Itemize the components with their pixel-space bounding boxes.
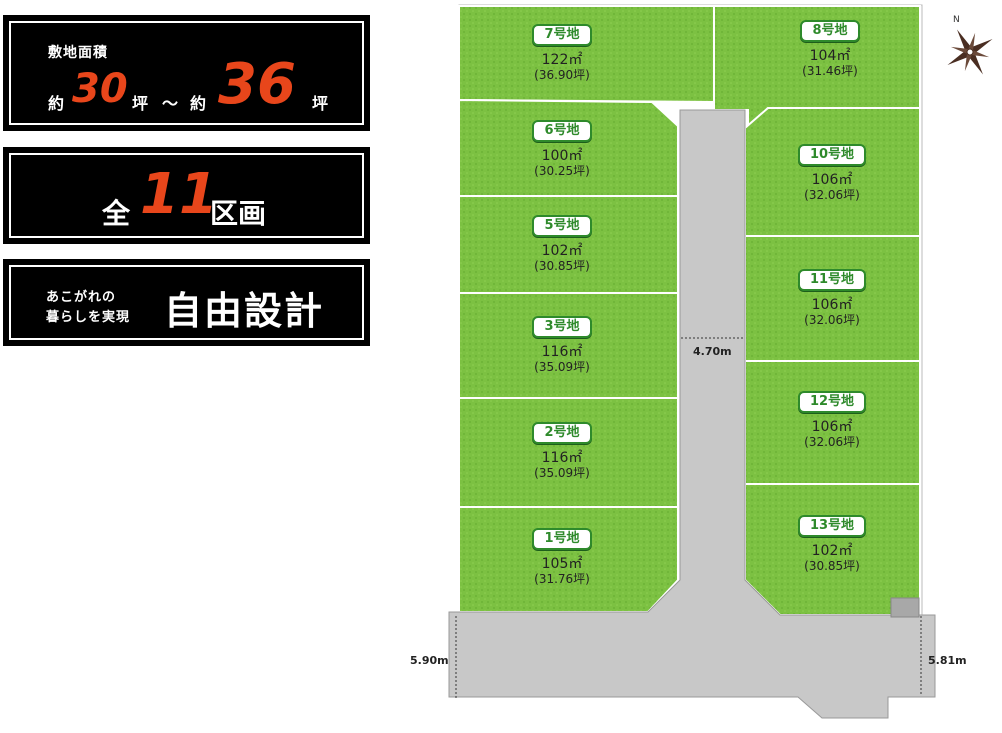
lot-area: 104㎡ [809, 48, 851, 64]
lot-tsubo: (36.90坪) [534, 68, 590, 82]
free-design-line1: あこがれの [46, 290, 117, 305]
lot-tsubo: (35.09坪) [534, 360, 590, 374]
left-frontage-label: 5.90m [410, 654, 449, 667]
total-prefix: 全 [102, 197, 131, 230]
lot-tag: 3号地 [532, 316, 592, 338]
lot-tsubo: (32.06坪) [804, 188, 860, 202]
lot-tag: 1号地 [532, 528, 592, 550]
lot-label-1[interactable]: 1号地 105㎡ (31.76坪) [502, 527, 622, 587]
lot-label-10[interactable]: 10号地 106㎡ (32.06坪) [772, 143, 892, 203]
lot-tsubo: (30.25坪) [534, 164, 590, 178]
right-frontage-label: 5.81m [928, 654, 967, 667]
lot-tsubo: (31.76坪) [534, 572, 590, 586]
lot-tsubo: (30.85坪) [804, 559, 860, 573]
site-area-panel: 敷地面積 約 30 坪 ～ 約 36 坪 [3, 15, 370, 131]
lot-area: 102㎡ [811, 543, 853, 559]
total-suffix: 区画 [210, 197, 267, 230]
compass-north-label: N [953, 15, 960, 25]
lot-tag: 2号地 [532, 422, 592, 444]
lot-1 [458, 506, 679, 613]
lot-label-5[interactable]: 5号地 102㎡ (30.85坪) [502, 214, 622, 274]
lot-tsubo: (32.06坪) [804, 313, 860, 327]
lot-label-6[interactable]: 6号地 100㎡ (30.25坪) [502, 119, 622, 179]
lot-tsubo: (32.06坪) [804, 435, 860, 449]
min-area-value: 30 [72, 66, 128, 112]
unit-label-2: 坪 [312, 94, 330, 113]
lot-label-11[interactable]: 11号地 106㎡ (32.06坪) [772, 268, 892, 328]
lot-6 [458, 98, 679, 197]
lot-tsubo: (30.85坪) [534, 259, 590, 273]
free-design-line2: 暮らしを実現 [46, 310, 131, 325]
lot-tag: 6号地 [532, 120, 592, 142]
lot-tsubo: (31.46坪) [802, 64, 858, 78]
lot-tag: 7号地 [532, 24, 592, 46]
lot-label-8[interactable]: 8号地 104㎡ (31.46坪) [770, 19, 890, 79]
lot-tag: 5号地 [532, 215, 592, 237]
total-lots-panel: 全 11 区画 [3, 147, 370, 244]
lot-area: 106㎡ [811, 419, 853, 435]
approx-label-2: 約 [190, 94, 208, 113]
lot-label-3[interactable]: 3号地 116㎡ (35.09坪) [502, 315, 622, 375]
lot-area: 105㎡ [541, 556, 583, 572]
lot-area: 106㎡ [811, 172, 853, 188]
lot-label-13[interactable]: 13号地 102㎡ (30.85坪) [772, 514, 892, 574]
compass-rose-icon [947, 29, 993, 75]
lot-area: 102㎡ [541, 243, 583, 259]
max-area-value: 36 [218, 52, 296, 117]
lot-area: 122㎡ [541, 52, 583, 68]
free-design-title: 自由設計 [164, 289, 325, 333]
lot-label-12[interactable]: 12号地 106㎡ (32.06坪) [772, 390, 892, 450]
lot-tag: 10号地 [797, 144, 867, 166]
tilde-label: ～ [162, 94, 180, 113]
lot-tag: 11号地 [797, 269, 867, 291]
road-width-label: 4.70m [693, 345, 732, 358]
lot-tag: 8号地 [800, 20, 860, 42]
free-design-panel: あこがれの 暮らしを実現 自由設計 [3, 259, 370, 346]
lot-label-7[interactable]: 7号地 122㎡ (36.90坪) [502, 23, 622, 83]
lot-area: 116㎡ [541, 450, 583, 466]
lot-area: 100㎡ [541, 148, 583, 164]
lot-tag: 13号地 [797, 515, 867, 537]
lot-tag: 12号地 [797, 391, 867, 413]
unit-label-1: 坪 [132, 94, 150, 113]
approx-label-1: 約 [48, 94, 66, 113]
total-lots-value: 11 [140, 162, 218, 227]
lot-tsubo: (35.09坪) [534, 466, 590, 480]
utility-box [890, 597, 920, 618]
site-area-title: 敷地面積 [48, 45, 108, 61]
private-road [448, 109, 936, 719]
lot-area: 116㎡ [541, 344, 583, 360]
lot-area: 106㎡ [811, 297, 853, 313]
lot-label-2[interactable]: 2号地 116㎡ (35.09坪) [502, 421, 622, 481]
